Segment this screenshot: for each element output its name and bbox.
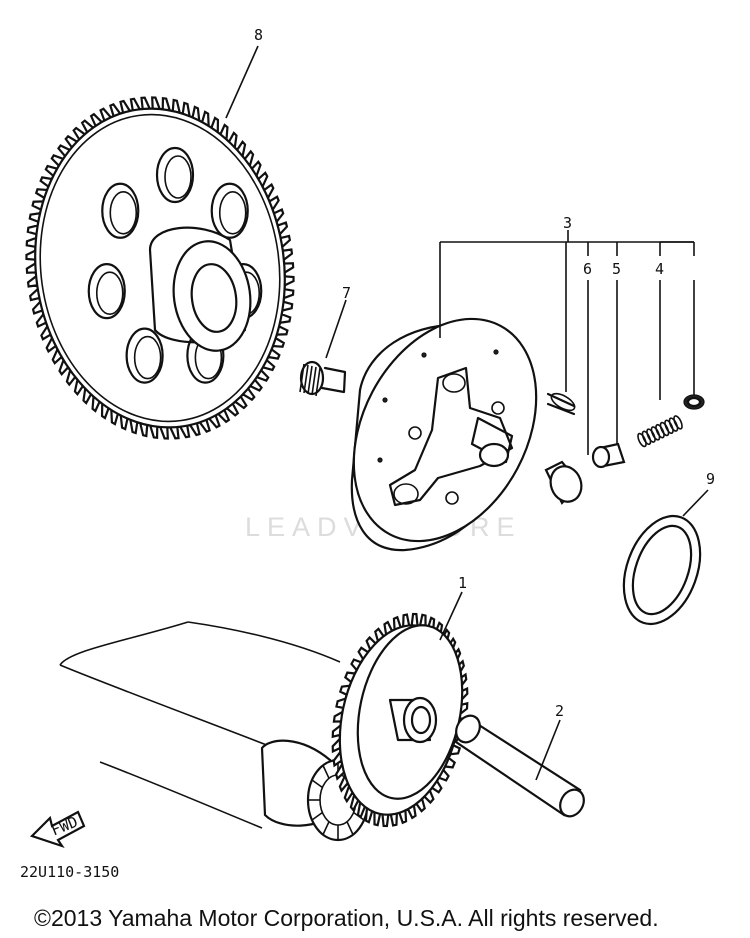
gear-hole-inner [164,155,192,199]
shaft-spline [322,765,330,779]
spring-coil [659,421,670,437]
spring-coil [641,430,652,446]
part-5-plunger[interactable] [591,442,626,469]
leader-lines [225,45,709,781]
part-2-shaft[interactable] [451,711,588,820]
callout-5: 5 [612,260,621,278]
bolt-thread [307,365,313,395]
callout-3: 3 [563,214,572,232]
callout-8: 8 [254,26,263,44]
callout-9: 9 [706,470,715,488]
gear-hole-inner [218,190,247,235]
part-1-idler-gear[interactable] [323,612,477,828]
callout-4: 4 [655,260,664,278]
shaft-spline [346,821,354,835]
part-4-spring[interactable] [636,394,705,448]
gear-hole [210,182,249,239]
gear-hole-inner [109,190,138,235]
spring-coil [668,417,679,432]
spring-coil [664,419,674,435]
part-6-roller[interactable] [544,390,587,506]
bolt-thread [299,363,305,393]
gear-hole-inner [133,335,162,380]
spring-coil [650,426,661,441]
bolt-thread [315,367,321,397]
callout-6: 6 [583,260,592,278]
spring-coil [637,432,647,448]
bolt-thread [311,366,317,396]
shaft-spline [311,811,323,821]
callout-7: 7 [342,284,351,302]
part-3-starter-clutch[interactable] [317,287,573,572]
bolt-thread [303,364,309,394]
part-8-starter-gear[interactable] [15,92,305,443]
diagram-code: 22U110-3150 [20,863,119,881]
shaft-spline [322,821,330,835]
spring-coil [655,423,665,439]
part-9-washer[interactable] [610,505,714,634]
part-7-bolt[interactable] [299,360,347,397]
fwd-arrow-icon: FWD [29,810,86,849]
copyright-notice: ©2013 Yamaha Motor Corporation, U.S.A. A… [34,905,659,931]
gear-hole-inner [95,271,124,315]
gear-hole [125,327,164,384]
spring-coil [646,428,656,443]
shaft-spline [311,779,323,789]
gear-hole [87,263,126,320]
callout-1: 1 [458,574,467,592]
gear-hole [155,146,195,204]
spring-coil [673,415,683,430]
gear-hole [101,182,140,239]
crankcase-shaft-outline [59,621,370,842]
callout-2: 2 [555,702,564,720]
